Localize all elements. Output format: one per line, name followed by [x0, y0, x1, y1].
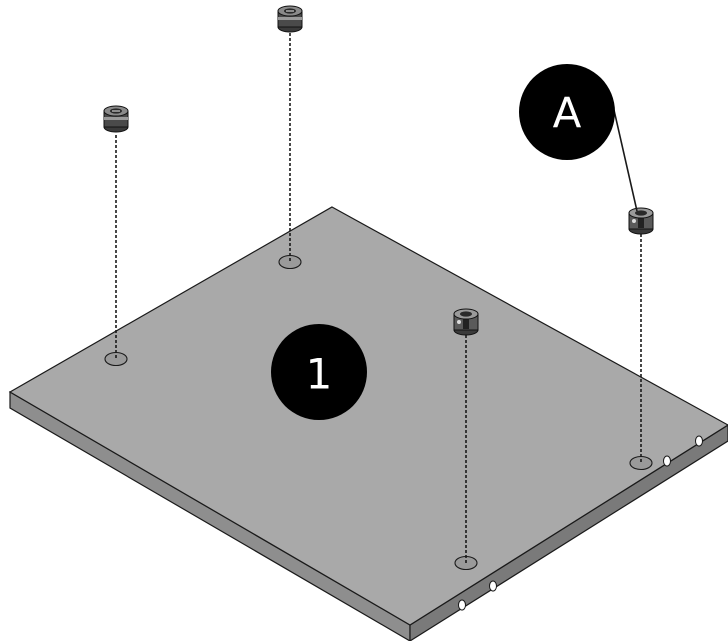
- drill-hole-icon: [629, 455, 653, 471]
- edge-hole: [663, 455, 671, 467]
- callout-a-label: A: [553, 89, 582, 138]
- drill-hole-icon: [278, 254, 302, 270]
- callout-a: A: [519, 64, 638, 212]
- callout-1-badge: [271, 324, 367, 420]
- insertion-guides: [115, 33, 642, 563]
- drill-hole-icon: [104, 351, 128, 367]
- edge-hole: [695, 435, 703, 447]
- edge-hole: [489, 580, 497, 592]
- callout-1-label: 1: [306, 350, 333, 399]
- cam-lock-fitting-icon: [628, 207, 654, 235]
- callout-1: 1: [271, 324, 367, 420]
- panel-1: [8, 206, 728, 641]
- edge-holes: [458, 435, 703, 611]
- cam-lock-fitting-icon: [277, 5, 303, 33]
- cam-lock-fitting-icon: [103, 105, 129, 133]
- callout-leader: [613, 109, 638, 212]
- callout-a-badge: [519, 64, 615, 160]
- cam-lock-fitting-icon: [453, 308, 479, 336]
- edge-hole: [458, 599, 466, 611]
- panel-top-face: [8, 206, 728, 626]
